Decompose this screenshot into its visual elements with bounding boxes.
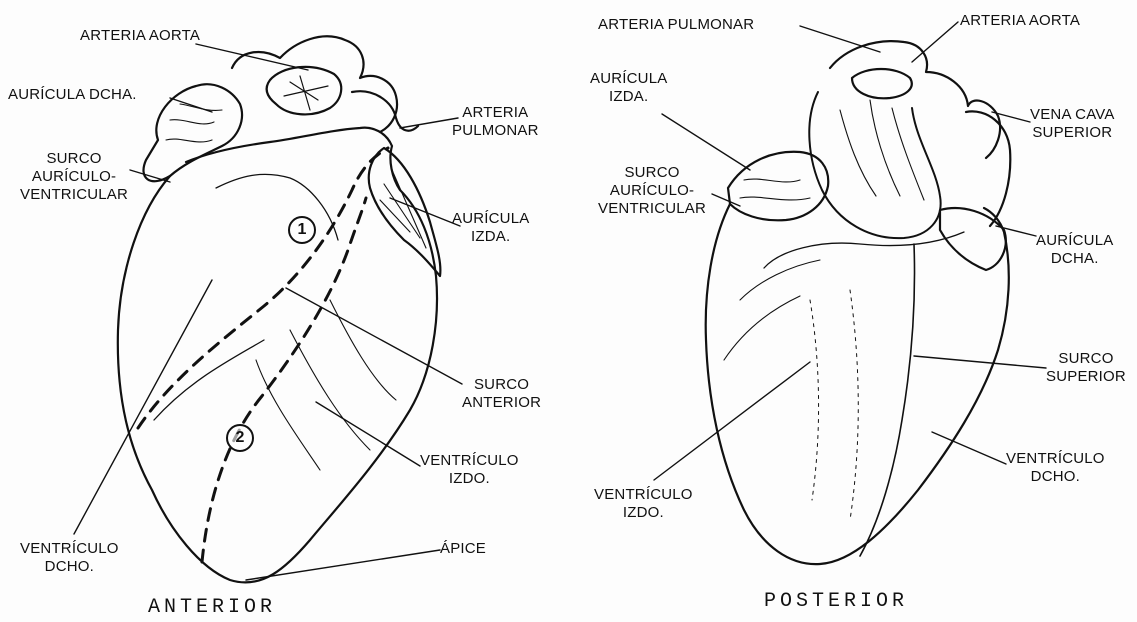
label-text: AURÍCULA (590, 70, 667, 88)
label-text: AURÍCULO- (20, 168, 128, 186)
label-anterior-surco-auriculo-ventricular: SURCO AURÍCULO- VENTRICULAR (20, 150, 128, 204)
label-text: IZDA. (452, 228, 529, 246)
posterior-surco-line (860, 244, 915, 556)
anterior-left-auricle (369, 148, 441, 276)
label-posterior-ventriculo-izdo: VENTRÍCULO IZDO. (594, 486, 693, 522)
label-text: DCHA. (1036, 250, 1113, 268)
label-text: ANTERIOR (462, 394, 541, 412)
posterior-heart-drawing (654, 22, 1046, 564)
anterior-leader-pulmonar (400, 118, 458, 128)
anterior-leader-ventriculo-dcho (74, 280, 212, 534)
label-text: VENTRICULAR (598, 200, 706, 218)
posterior-leader-auricula-dcha (996, 226, 1036, 236)
posterior-leader-surco-superior (914, 356, 1046, 368)
label-text: DCHO. (20, 558, 119, 576)
label-text: SURCO (20, 150, 128, 168)
label-posterior-arteria-pulmonar: ARTERIA PULMONAR (598, 16, 754, 34)
posterior-leader-ventriculo-dcho (932, 432, 1006, 464)
label-text: SUPERIOR (1030, 124, 1115, 142)
label-anterior-apice: ÁPICE (440, 540, 486, 558)
label-posterior-auricula-dcha: AURÍCULA DCHA. (1036, 232, 1113, 268)
label-posterior-auricula-izda: AURÍCULA IZDA. (590, 70, 667, 106)
label-text: VENTRICULAR (20, 186, 128, 204)
label-text: AURÍCULA (452, 210, 529, 228)
label-text: SURCO (1046, 350, 1126, 368)
anterior-pulmonary-trunk (352, 91, 418, 130)
posterior-leader-ventriculo-izdo (654, 362, 810, 480)
posterior-leader-auricula-izda (662, 114, 750, 170)
anterior-interventricular-groove-dashed (202, 198, 366, 562)
marker-1: 1 (288, 216, 316, 244)
label-posterior-surco-superior: SURCO SUPERIOR (1046, 350, 1126, 386)
label-anterior-arteria-pulmonar: ARTERIA PULMONAR (452, 104, 539, 140)
label-text: SURCO (462, 376, 541, 394)
label-posterior-arteria-aorta: ARTERIA AORTA (960, 12, 1080, 30)
anterior-aorta-arch (232, 36, 397, 132)
label-anterior-arteria-aorta: ARTERIA AORTA (80, 27, 200, 45)
posterior-leader-surco-av (712, 194, 740, 206)
label-text: IZDO. (420, 470, 519, 488)
label-text: SURCO (598, 164, 706, 182)
title-anterior: ANTERIOR (148, 596, 276, 619)
label-anterior-ventriculo-dcho: VENTRÍCULO DCHO. (20, 540, 119, 576)
label-anterior-auricula-izda: AURÍCULA IZDA. (452, 210, 529, 246)
label-anterior-ventriculo-izdo: VENTRÍCULO IZDO. (420, 452, 519, 488)
label-text: IZDO. (594, 504, 693, 522)
label-anterior-auricula-dcha: AURÍCULA DCHA. (8, 86, 137, 104)
anterior-right-auricle (143, 84, 241, 181)
label-text: AURÍCULO- (598, 182, 706, 200)
marker-2: 2 (226, 424, 254, 452)
label-anterior-surco-anterior: SURCO ANTERIOR (462, 376, 541, 412)
label-text: DCHO. (1006, 468, 1105, 486)
label-text: VENTRÍCULO (1006, 450, 1105, 468)
label-text: VENA CAVA (1030, 106, 1115, 124)
posterior-leader-aorta (912, 22, 958, 62)
label-text: VENTRÍCULO (594, 486, 693, 504)
anterior-heart-drawing (74, 36, 462, 582)
posterior-aorta-opening (852, 69, 912, 98)
anterior-leader-ventriculo-izdo (316, 402, 420, 466)
anterior-leader-auricula-dcha (170, 98, 212, 112)
label-posterior-surco-auriculo-ventricular: SURCO AURÍCULO- VENTRICULAR (598, 164, 706, 218)
anterior-heart-outline (118, 128, 437, 583)
anterior-leader-surco-anterior (286, 288, 462, 384)
label-text: IZDA. (590, 88, 667, 106)
label-text: VENTRÍCULO (20, 540, 119, 558)
label-text: PULMONAR (452, 122, 539, 140)
posterior-vena-cava (966, 111, 1010, 226)
label-posterior-vena-cava-superior: VENA CAVA SUPERIOR (1030, 106, 1115, 142)
title-posterior: POSTERIOR (764, 590, 908, 613)
anterior-coronary-groove-dashed (138, 148, 388, 428)
label-text: AURÍCULA (1036, 232, 1113, 250)
posterior-leader-pulmonar (800, 26, 880, 52)
label-text: SUPERIOR (1046, 368, 1126, 386)
label-posterior-ventriculo-dcho: VENTRÍCULO DCHO. (1006, 450, 1105, 486)
label-text: ARTERIA (452, 104, 539, 122)
anterior-leader-apice (246, 550, 440, 580)
label-text: VENTRÍCULO (420, 452, 519, 470)
